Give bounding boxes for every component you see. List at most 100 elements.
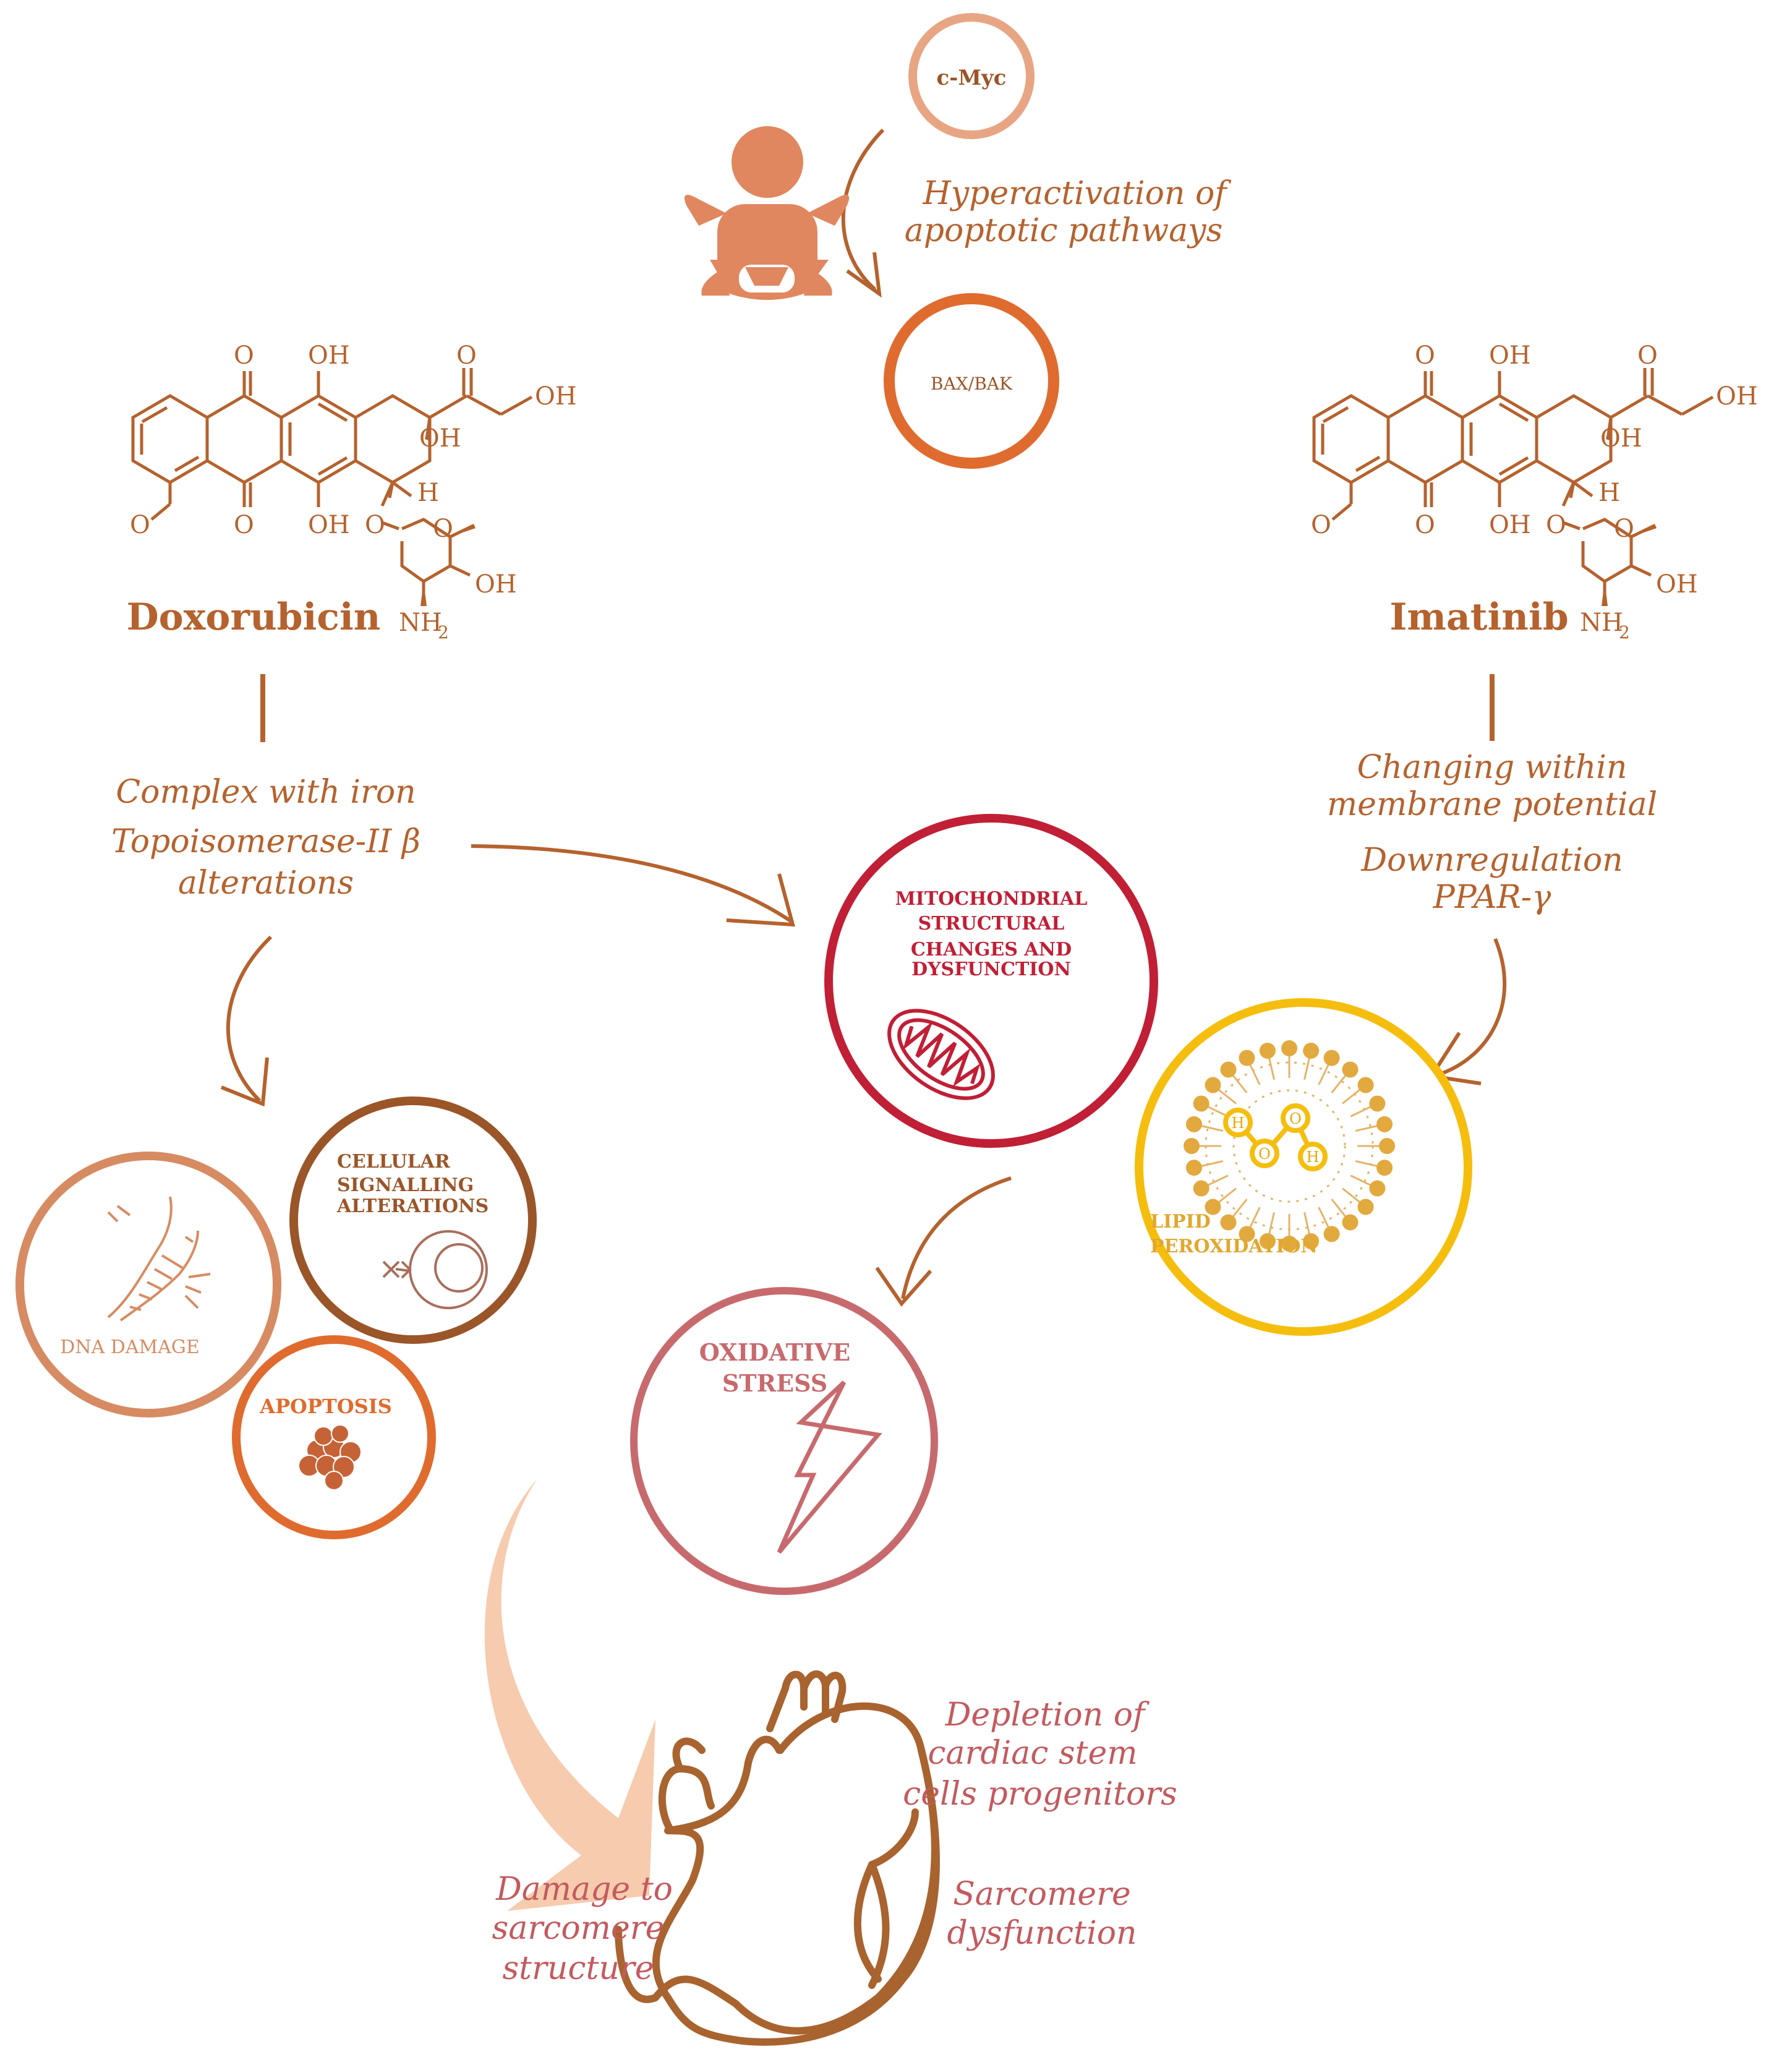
svg-text:Damage to: Damage to [495,1871,673,1908]
svg-text:OH: OH [1716,382,1758,411]
lipid-peroxidation-node: H O O H LIPID PEROXIDATION [1135,998,1472,1336]
cmyc-arrowhead [846,252,882,298]
baxbak-label: BAX/BAK [931,374,1013,394]
lipid-head [1342,1214,1359,1231]
svg-text:H: H [1598,479,1620,507]
signalling-node: CELLULAR SIGNALLING ALTERATIONS [289,1097,537,1344]
apoptosis-label: APOPTOSIS [259,1395,392,1418]
baxbak-node: BAX/BAK [884,293,1059,469]
lipid-head [1193,1095,1210,1112]
svg-text:apoptotic pathways: apoptotic pathways [905,212,1223,249]
svg-text:SIGNALLING: SIGNALLING [337,1174,474,1196]
cell-icon [382,1230,488,1309]
peroxide-molecule [1223,1103,1328,1171]
svg-text:CHANGES AND: CHANGES AND [911,939,1072,960]
svg-text:O: O [1415,511,1435,539]
lipid-head [1220,1214,1237,1231]
lipid-head [1193,1180,1210,1197]
mito-to-oxidative-arrow [901,1176,1012,1299]
lipid-head [1357,1077,1374,1093]
imatinib-structure: O O OH OH O OH OH O H O O OH NH 2 [1311,341,1758,643]
imatinib-to-lipid-arrow [1437,938,1506,1077]
apoptosis-node: APOPTOSIS [232,1335,436,1539]
lipid-head [1303,1233,1320,1250]
dox-to-mito-arrow [471,844,793,923]
depletion-text: Depletion of cardiac stem cells progenit… [903,1696,1177,1813]
svg-text:DYSFUNCTION: DYSFUNCTION [911,959,1071,980]
liposome-icon [1184,1040,1395,1252]
dox-down-arrowhead [220,1057,269,1107]
svg-text:Complex with iron: Complex with iron [116,774,416,811]
cmyc-node: c-Myc [908,13,1035,139]
damage-sarcomere-text: Damage to sarcomere structure [492,1871,673,1987]
mitochondrion-icon [887,1009,995,1100]
lipid-head [1323,1050,1340,1066]
lipid-head [1342,1061,1359,1078]
imatinib-label: Imatinib [1389,596,1568,639]
svg-text:O: O [130,511,150,539]
lipid-head [1379,1138,1395,1154]
svg-text:dysfunction: dysfunction [947,1915,1137,1952]
lightning-icon [777,1380,882,1554]
svg-text:OH: OH [1600,424,1642,453]
svg-text:OH: OH [535,382,577,411]
lipid-h-label: H [1307,1148,1320,1166]
svg-text:PPAR-γ: PPAR-γ [1433,879,1551,916]
svg-text:O: O [433,515,453,543]
lipid-o-label: O [1289,1110,1302,1127]
svg-text:LIPID: LIPID [1150,1211,1211,1233]
lipid-head [1259,1042,1276,1059]
svg-text:CELLULAR: CELLULAR [337,1151,451,1173]
svg-text:ALTERATIONS: ALTERATIONS [336,1195,489,1217]
svg-text:STRESS: STRESS [722,1369,827,1397]
svg-text:2: 2 [1619,622,1630,643]
svg-text:Hyperactivation of: Hyperactivation of [922,175,1231,212]
lipid-head [1369,1095,1386,1112]
doxorubicin-effects: Complex with iron Topoisomerase-II β alt… [111,774,420,902]
dna-damage-label: DNA DAMAGE [60,1336,199,1358]
svg-text:O: O [1614,515,1634,543]
doxorubicin-structure: O O OH OH O OH OH O H O O OH NH 2 [130,341,577,643]
imatinib-effects: Changing within membrane potential Downr… [1327,749,1657,916]
apoptotic-cells-icon [298,1424,362,1490]
mitochondrial-node: MITOCHONDRIAL STRUCTURAL CHANGES AND DYS… [824,814,1158,1148]
cmyc-to-baxbak-arrow [841,128,885,291]
svg-text:OH: OH [419,424,461,453]
svg-text:structure: structure [502,1950,654,1987]
lipid-head [1185,1160,1202,1176]
dox-down-arrow [226,935,273,1103]
svg-text:O: O [1415,341,1435,370]
baby-icon [684,126,850,300]
svg-text:O: O [234,341,254,370]
svg-text:2: 2 [438,622,449,643]
lipid-head [1303,1042,1320,1059]
svg-text:OH: OH [1656,570,1698,599]
svg-text:Changing within: Changing within [1357,749,1628,786]
svg-text:OH: OH [475,570,517,599]
lipid-head [1205,1077,1221,1093]
lipid-head [1281,1040,1297,1056]
lipid-h-label: H [1232,1114,1245,1132]
sarcomere-dysfunction-text: Sarcomere dysfunction [947,1876,1137,1952]
svg-text:membrane potential: membrane potential [1327,786,1657,823]
svg-text:O: O [1546,511,1566,539]
big-peach-arrow [484,1478,655,1911]
mito-to-oxidative-arrowhead [875,1267,932,1307]
svg-text:MITOCHONDRIAL: MITOCHONDRIAL [895,888,1088,910]
svg-text:O: O [365,511,385,539]
hyperactivation-text: Hyperactivation of apoptotic pathways [905,175,1232,249]
svg-text:H: H [417,479,439,507]
lipid-head [1376,1160,1393,1176]
svg-text:Sarcomere: Sarcomere [953,1876,1131,1913]
svg-text:NH: NH [399,609,442,637]
lipid-head [1239,1050,1255,1066]
svg-text:STRUCTURAL: STRUCTURAL [918,913,1065,934]
lipid-head [1239,1226,1255,1242]
lipid-head [1369,1180,1386,1197]
lipid-head [1357,1199,1374,1215]
svg-text:OH: OH [308,511,350,539]
dna-icon [107,1196,211,1322]
svg-text:NH: NH [1580,609,1623,637]
cmyc-label: c-Myc [937,66,1007,90]
